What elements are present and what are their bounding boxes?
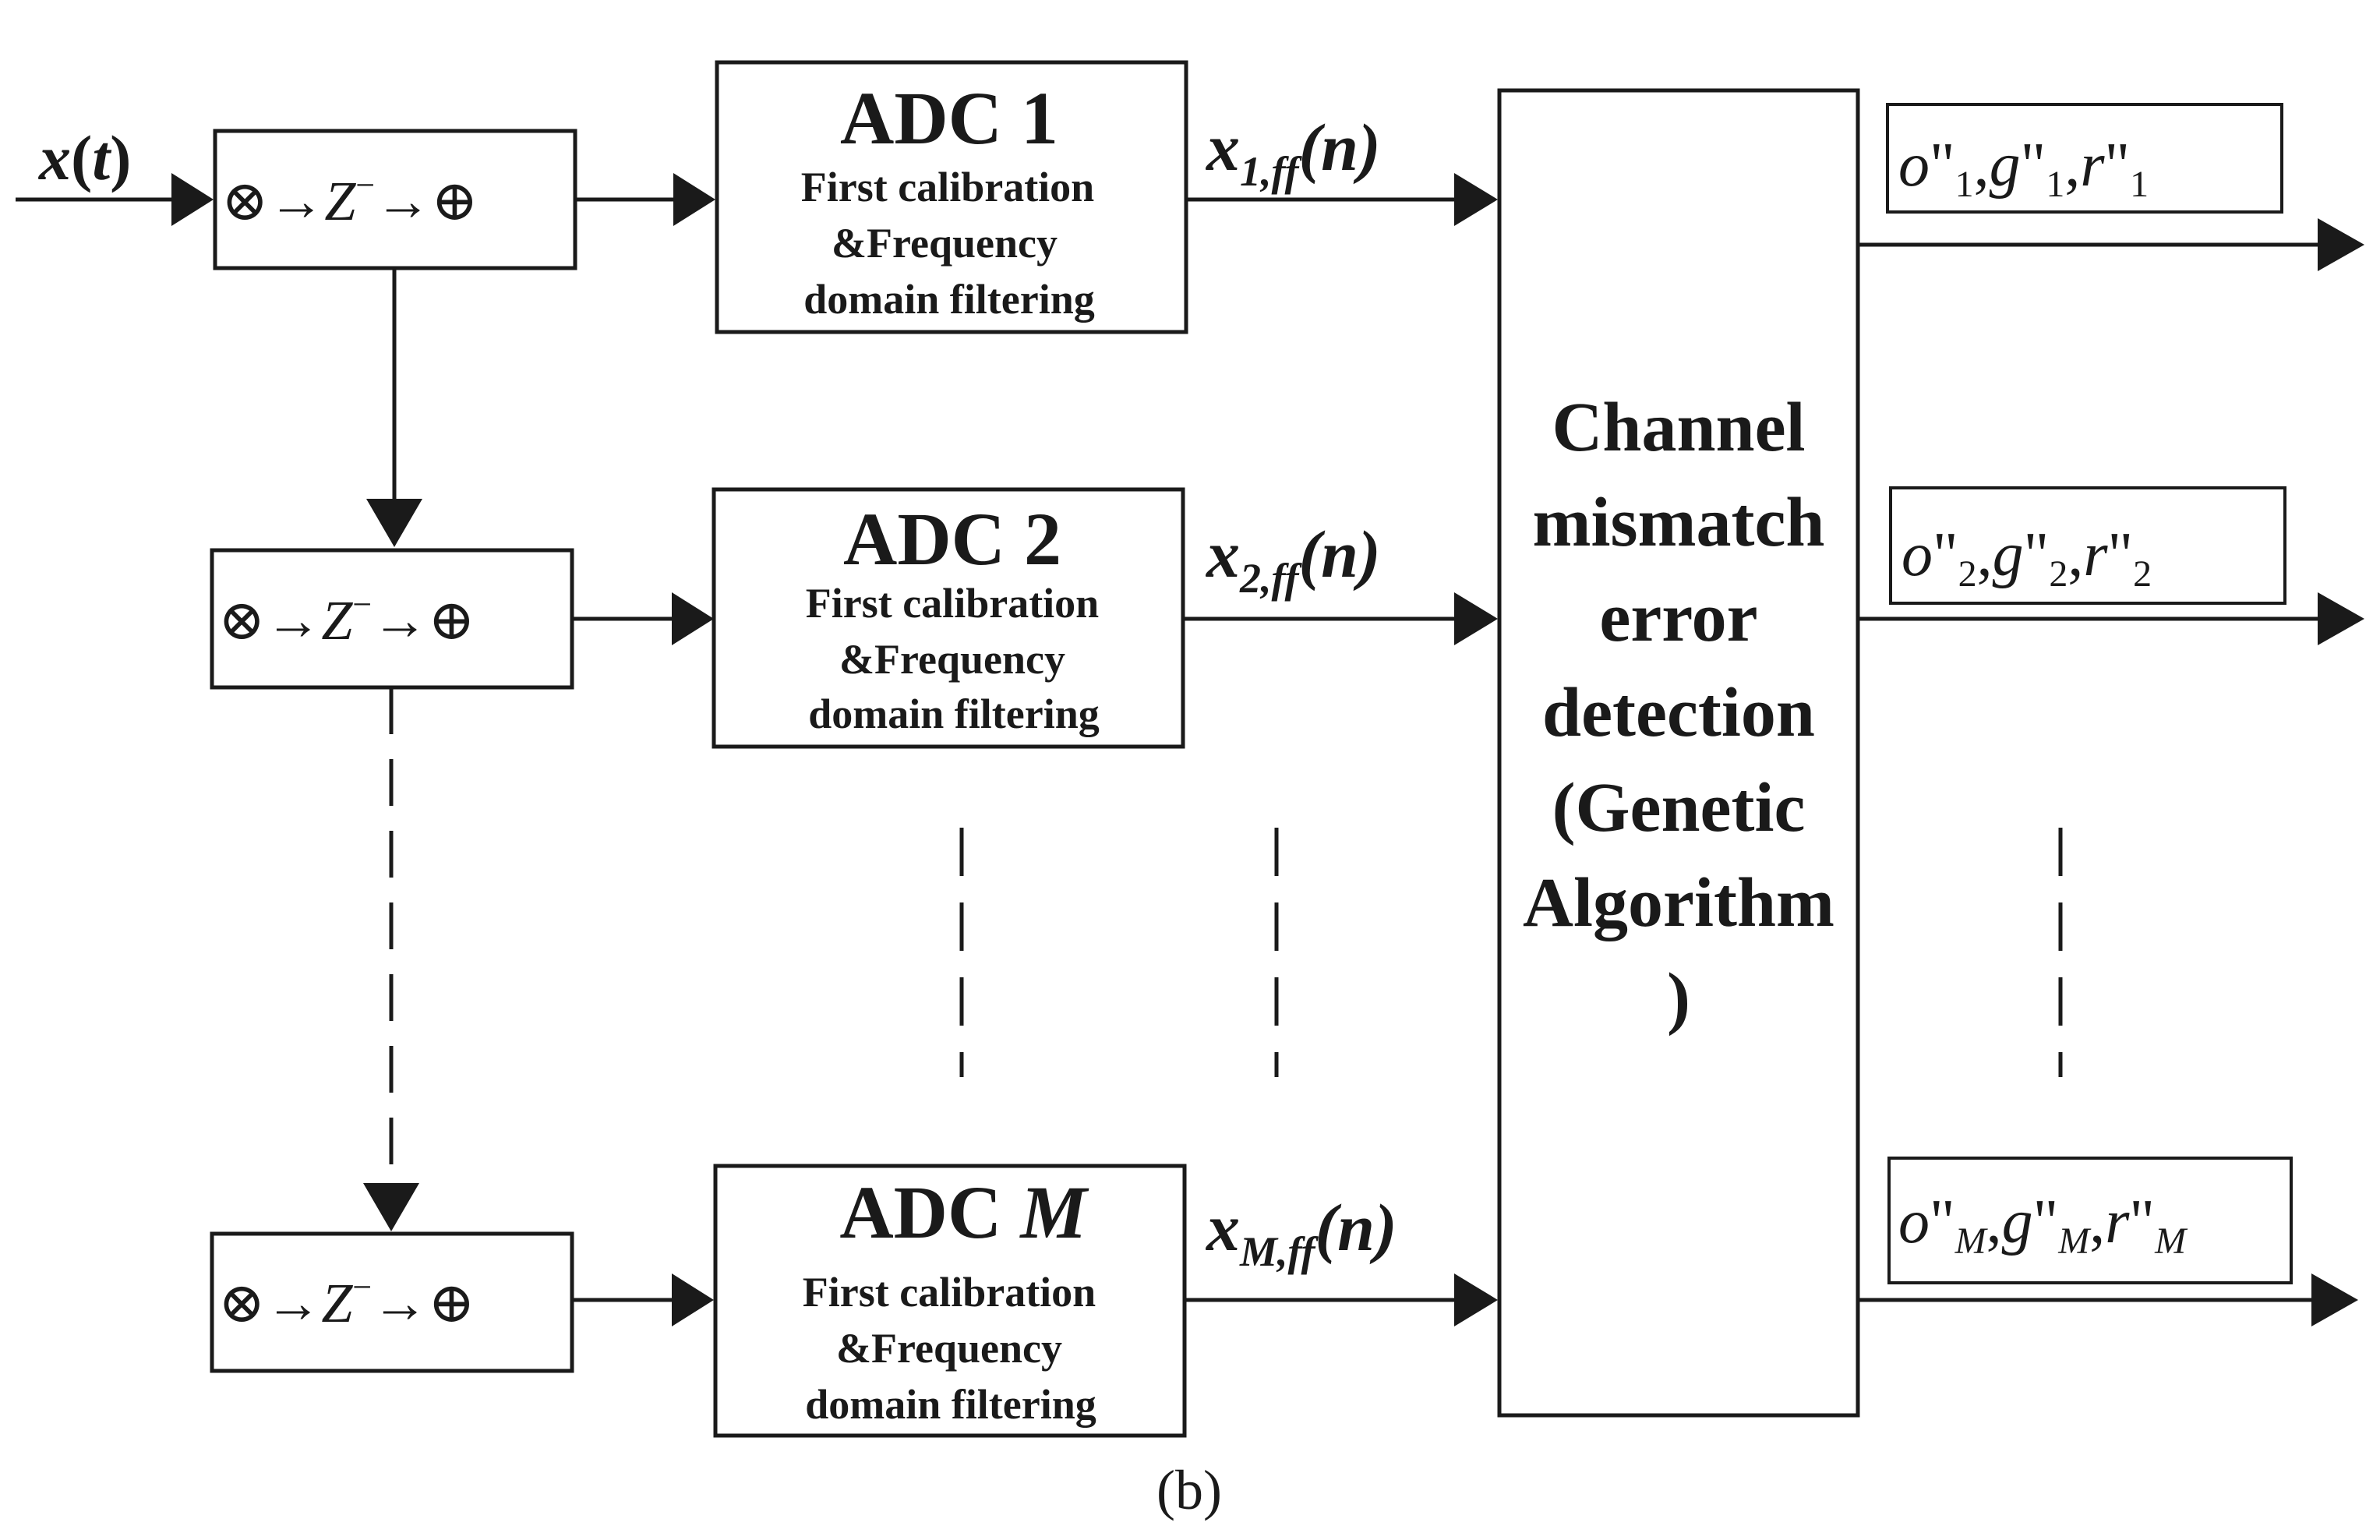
output-box-1 (1886, 103, 2283, 214)
svg-text:⊗→Z−→⊕: ⊗→Z−→⊕ (218, 585, 475, 652)
svg-text:⊗→Z−→⊕: ⊗→Z−→⊕ (218, 1268, 475, 1334)
arrow-mixer-m-to-adc-m (572, 1273, 714, 1326)
detector-text: Channel mismatch error detection (Geneti… (1523, 389, 1834, 1037)
adc-line1-1: First calibration (801, 164, 1094, 210)
adc-line2-1: &Frequency (832, 220, 1058, 267)
adc-title-m: ADC M (839, 1171, 1089, 1254)
adc-block-1 (715, 60, 1188, 334)
detector-line-1: Channel (1552, 389, 1805, 466)
adc-line3-1: domain filtering (803, 276, 1095, 323)
svg-text:⊗→Z−→⊕: ⊗→Z−→⊕ (221, 166, 478, 232)
detector-line-3: error (1599, 579, 1757, 656)
detector-line-7: ) (1667, 959, 1690, 1037)
signal-label-m: xM,ff(n) (1205, 1190, 1397, 1275)
mixer-content-2: ⊗→Z−→⊕ (218, 585, 475, 652)
adc-text-2: ADC 2 First calibration &Frequency domai… (806, 497, 1100, 737)
signal-label-1: x1,ff(n) (1205, 110, 1381, 195)
connector-mixer-1-2 (366, 268, 422, 547)
adc-line2-m: &Frequency (836, 1325, 1062, 1372)
detector-line-4: detection (1542, 674, 1815, 751)
adc-line2-2: &Frequency (839, 636, 1065, 683)
adc-title-1: ADC 1 (840, 76, 1058, 160)
detector-line-5: (Genetic (1552, 769, 1806, 846)
arrow-mixer-2-to-adc-2 (572, 592, 714, 645)
mixer-content-1: ⊗→Z−→⊕ (221, 166, 478, 232)
adc-line1-m: First calibration (803, 1269, 1096, 1316)
signal-label-2: x2,ff(n) (1205, 517, 1381, 602)
output-box-2 (1889, 486, 2286, 605)
adc-text-1: ADC 1 First calibration &Frequency domai… (801, 76, 1095, 323)
detector-line-2: mismatch (1533, 484, 1825, 561)
output-box-m (1887, 1157, 2293, 1284)
adc-text-m: ADC M First calibration &Frequency domai… (803, 1171, 1096, 1428)
output-arrow-1 (1858, 218, 2364, 271)
arrow-mixer-1-to-adc-1 (575, 173, 715, 226)
output-label-m: o"M,g"M,r"M (1898, 1188, 2188, 1262)
detector-line-6: Algorithm (1523, 864, 1834, 941)
arrow-adc-m-to-detector (1185, 1273, 1498, 1326)
mismatch-detector-block (1497, 88, 1860, 1418)
mixer-content-m: ⊗→Z−→⊕ (218, 1268, 475, 1334)
output-arrow-2 (1858, 592, 2364, 645)
mixer-block-m (210, 1231, 574, 1373)
adc-line3-2: domain filtering (808, 691, 1100, 737)
output-arrow-m (1858, 1273, 2358, 1326)
arrow-adc-1-to-detector (1186, 173, 1498, 226)
output-label-1: o"1,g"1,r"1 (1898, 131, 2149, 205)
adc-title-2: ADC 2 (843, 497, 1061, 581)
figure-caption: (b) (1156, 1459, 1222, 1521)
arrow-adc-2-to-detector (1183, 592, 1498, 645)
output-label-2: o"2,g"2,r"2 (1902, 521, 2152, 595)
input-label: x(t) (38, 122, 131, 193)
adc-line1-2: First calibration (806, 580, 1099, 627)
connector-mixer-2-m (363, 687, 419, 1231)
input-arrow (16, 173, 214, 226)
adc-line3-m: domain filtering (805, 1381, 1096, 1428)
